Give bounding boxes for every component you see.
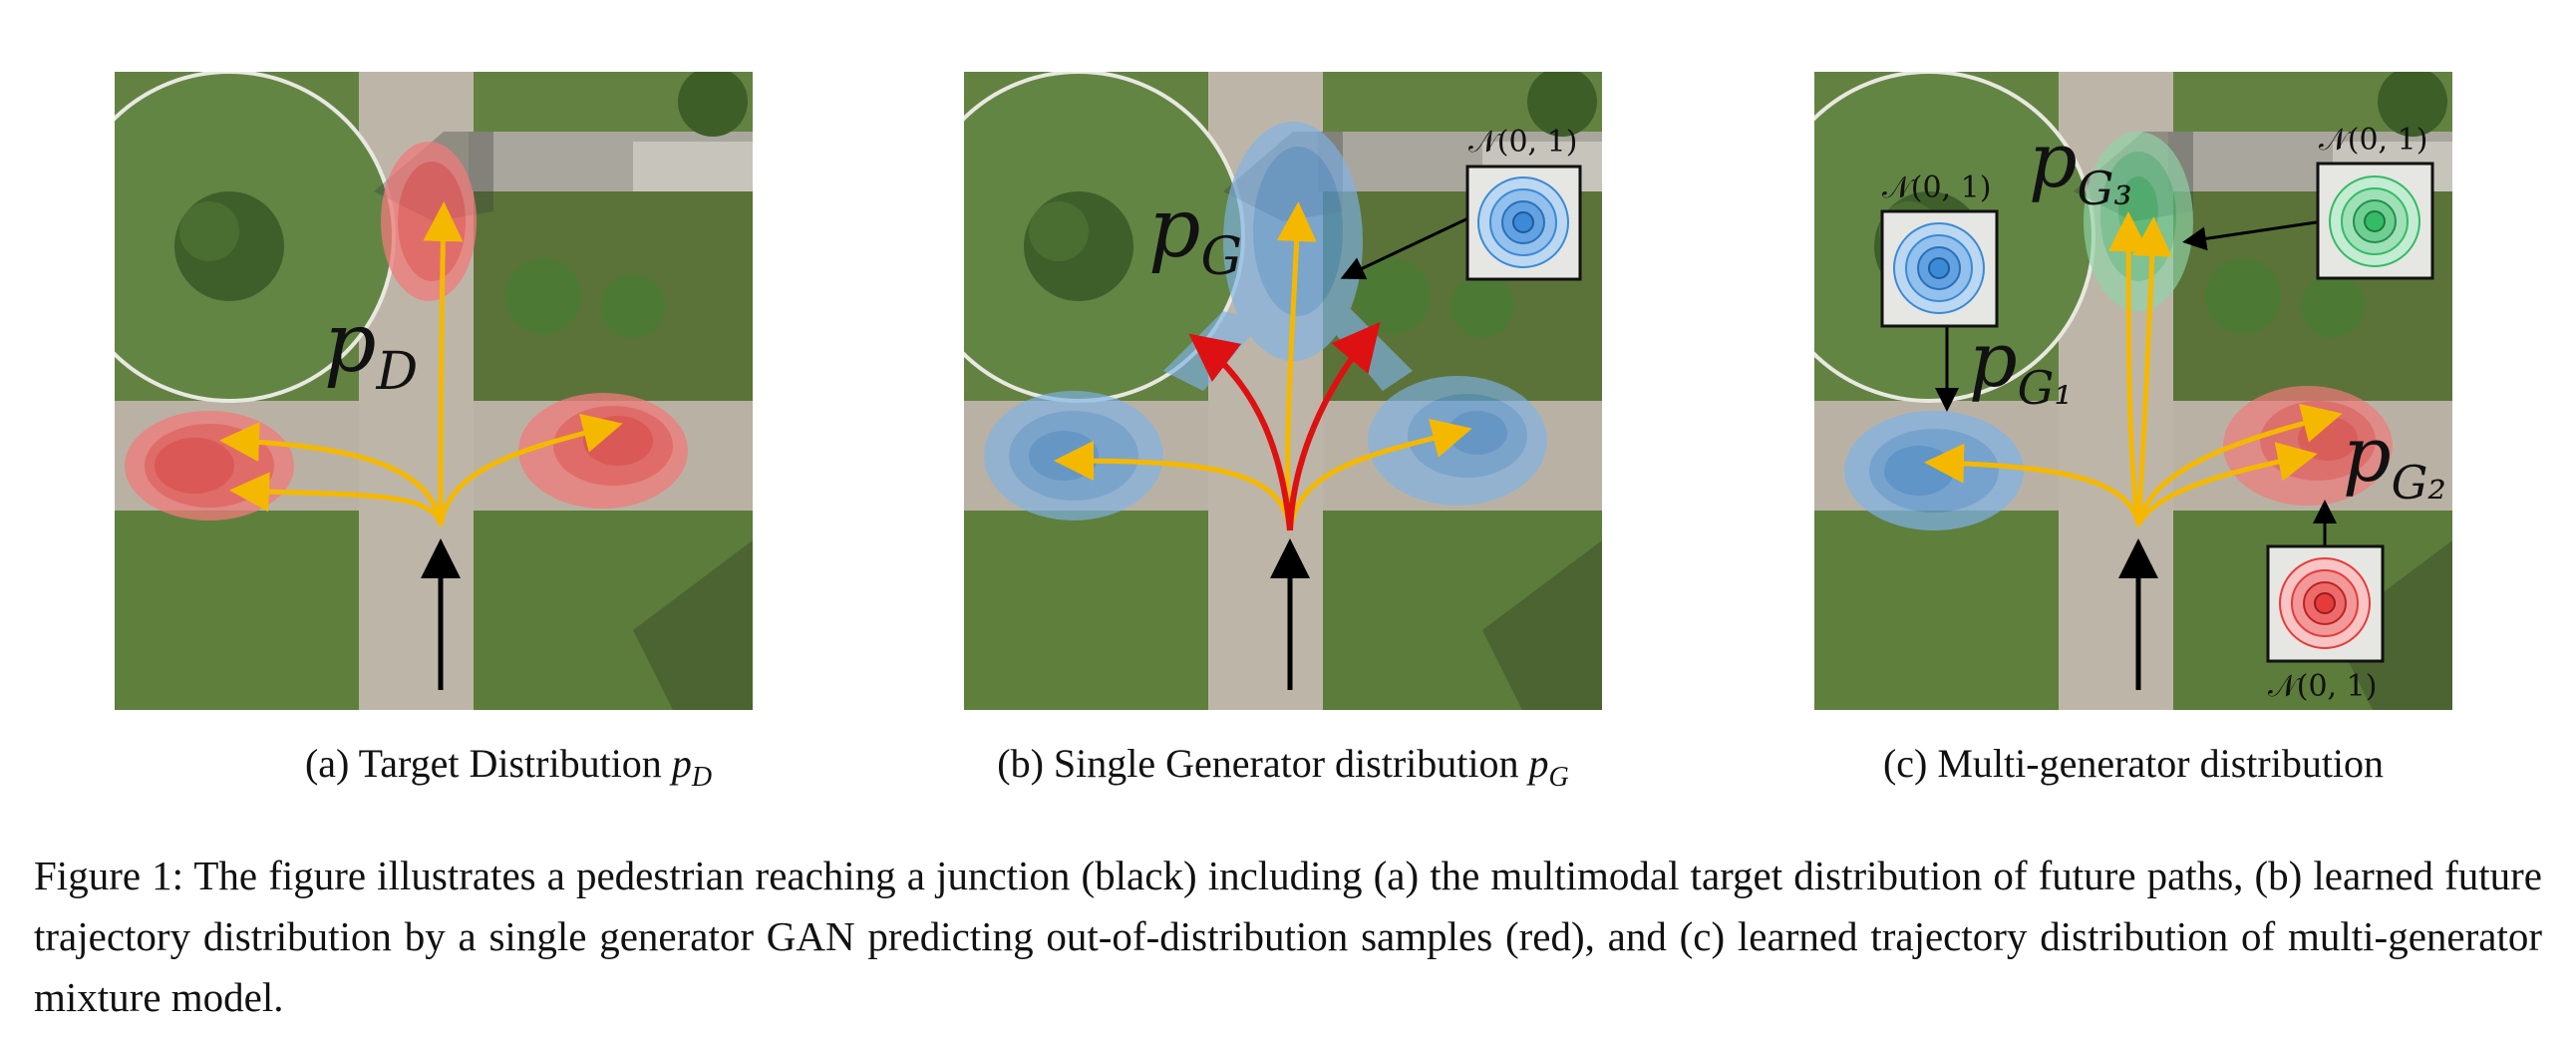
generator-1-density [1844, 411, 2024, 530]
panel-single-generator: 𝒩(0, 1) pG [964, 72, 1602, 710]
noise-inset-g1: 𝒩(0, 1) [1880, 171, 1999, 412]
noise-label-b: 𝒩(0, 1) [1468, 125, 1577, 160]
noise-inset-g2: 𝒩(0, 1) [2266, 500, 2385, 704]
subcaption-b: (b) Single Generator distribution pG [997, 741, 1569, 793]
generator-3-density [2084, 132, 2193, 311]
label-pG1: pG₁ [1969, 315, 2073, 415]
aerial-scene-b: 𝒩(0, 1) pG [964, 72, 1602, 710]
figure-caption: Figure 1: The figure illustrates a pedes… [34, 853, 2542, 1020]
panel-multi-generator: 𝒩(0, 1) 𝒩(0, 1) 𝒩(0, 1) [1814, 72, 2452, 710]
noise-inset-g3: 𝒩(0, 1) [2182, 123, 2434, 280]
noise-inset-b: 𝒩(0, 1) [1340, 125, 1582, 281]
aerial-scene-a: pD [115, 72, 753, 710]
subcaption-c: (c) Multi-generator distribution [1882, 741, 2385, 786]
label-pG: pG [1148, 181, 1242, 287]
label-pG3: pG₃ [2029, 116, 2132, 215]
label-pG2: pG₂ [2343, 410, 2446, 510]
noise-label-g1: 𝒩(0, 1) [1882, 171, 1991, 205]
noise-label-g3: 𝒩(0, 1) [2319, 123, 2427, 158]
ood-paths [1188, 321, 1381, 531]
target-paths [219, 201, 623, 526]
label-pD: pD [324, 296, 418, 402]
aerial-scene-c: 𝒩(0, 1) 𝒩(0, 1) 𝒩(0, 1) [1814, 72, 2452, 710]
noise-label-g2: 𝒩(0, 1) [2268, 669, 2377, 704]
mixture-paths [1924, 211, 2343, 527]
subcaption-a: (a) Target Distribution pD [304, 741, 713, 793]
panel-target-distribution: pD [115, 72, 753, 710]
